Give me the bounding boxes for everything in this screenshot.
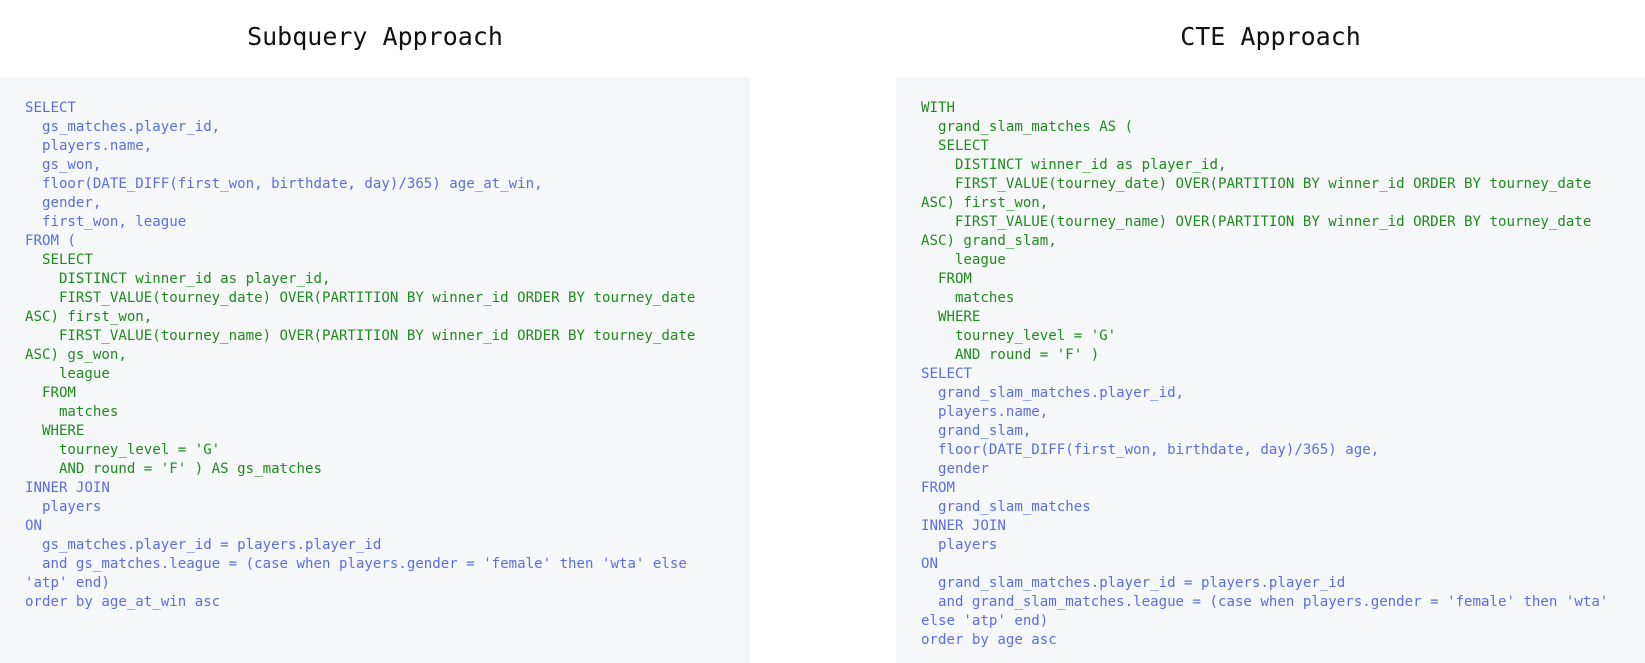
code-line: SELECT xyxy=(25,252,93,268)
code-line: players xyxy=(25,499,102,515)
code-line: tourney_level = 'G' xyxy=(921,328,1117,344)
code-line: SELECT xyxy=(25,100,76,116)
subquery-code-block: SELECT gs_matches.player_id, players.nam… xyxy=(0,77,750,663)
code-line: FIRST_VALUE(tourney_date) OVER(PARTITION… xyxy=(921,176,1592,192)
code-line: and gs_matches.league = (case when playe… xyxy=(25,556,687,572)
code-line: INNER JOIN xyxy=(25,480,110,496)
cte-title: CTE Approach xyxy=(1180,22,1361,51)
code-line: floor(DATE_DIFF(first_won, birthdate, da… xyxy=(921,442,1380,458)
code-line: grand_slam_matches AS ( xyxy=(921,119,1134,135)
code-line: league xyxy=(25,366,110,382)
code-line: grand_slam, xyxy=(921,423,1032,439)
code-line: grand_slam_matches xyxy=(921,499,1091,515)
code-line: FIRST_VALUE(tourney_name) OVER(PARTITION… xyxy=(25,328,696,344)
code-line: grand_slam_matches.player_id = players.p… xyxy=(921,575,1346,591)
code-line: INNER JOIN xyxy=(921,518,1006,534)
code-line: FROM xyxy=(921,271,972,287)
code-line: AND round = 'F' ) xyxy=(921,347,1100,363)
code-line: SELECT xyxy=(921,366,972,382)
code-line: FIRST_VALUE(tourney_name) OVER(PARTITION… xyxy=(921,214,1592,230)
code-line: ASC) first_won, xyxy=(25,309,153,325)
code-line: WITH xyxy=(921,100,955,116)
code-line: gender xyxy=(921,461,989,477)
code-line: AND round = 'F' ) AS gs_matches xyxy=(25,461,322,477)
code-line: players.name, xyxy=(25,138,153,154)
code-line: FROM ( xyxy=(25,233,76,249)
code-line: gs_won, xyxy=(25,157,102,173)
code-line: tourney_level = 'G' xyxy=(25,442,221,458)
code-line: DISTINCT winner_id as player_id, xyxy=(25,271,331,287)
code-line: ASC) first_won, xyxy=(921,195,1049,211)
code-line: else 'atp' end) xyxy=(921,613,1049,629)
code-line: matches xyxy=(921,290,1015,306)
code-line: WHERE xyxy=(921,309,981,325)
code-line: FROM xyxy=(921,480,955,496)
cte-code-block: WITH grand_slam_matches AS ( SELECT DIST… xyxy=(896,77,1645,663)
code-line: ON xyxy=(25,518,42,534)
code-line: SELECT xyxy=(921,138,989,154)
code-line: gs_matches.player_id, xyxy=(25,119,221,135)
code-line: league xyxy=(921,252,1006,268)
code-line: floor(DATE_DIFF(first_won, birthdate, da… xyxy=(25,176,543,192)
code-line: order by age asc xyxy=(921,632,1057,648)
code-line: WHERE xyxy=(25,423,85,439)
code-line: DISTINCT winner_id as player_id, xyxy=(921,157,1227,173)
code-line: gs_matches.player_id = players.player_id xyxy=(25,537,382,553)
code-line: ASC) grand_slam, xyxy=(921,233,1057,249)
code-line: players.name, xyxy=(921,404,1049,420)
code-line: FIRST_VALUE(tourney_date) OVER(PARTITION… xyxy=(25,290,696,306)
code-line: players xyxy=(921,537,998,553)
code-line: ON xyxy=(921,556,938,572)
code-line: grand_slam_matches.player_id, xyxy=(921,385,1185,401)
code-line: gender, xyxy=(25,195,102,211)
code-line: and grand_slam_matches.league = (case wh… xyxy=(921,594,1609,610)
subquery-title: Subquery Approach xyxy=(247,22,503,51)
code-line: ASC) gs_won, xyxy=(25,347,127,363)
code-line: order by age_at_win asc xyxy=(25,594,221,610)
code-line: first_won, league xyxy=(25,214,187,230)
code-line: 'atp' end) xyxy=(25,575,110,591)
code-line: matches xyxy=(25,404,119,420)
code-line: FROM xyxy=(25,385,76,401)
